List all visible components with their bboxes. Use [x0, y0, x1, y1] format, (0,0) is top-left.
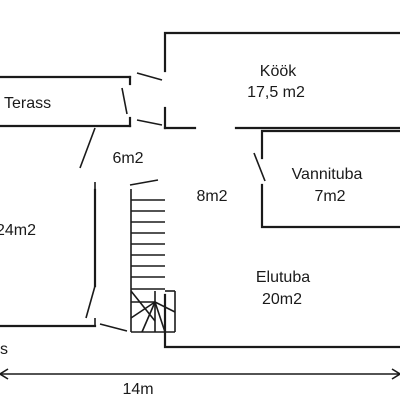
living-room-area: 20m2: [262, 291, 302, 308]
living-room-name: Elutuba: [256, 269, 310, 286]
door-terrace-kitchen: [121, 72, 163, 126]
outer-walls: [163, 31, 400, 349]
hall-area: 6m2: [112, 150, 143, 167]
door-hall: [79, 127, 96, 190]
door-kitchen-corridor: [129, 179, 159, 186]
terrace-walls: [0, 75, 132, 128]
dimension-line: [0, 368, 400, 380]
bottom-left-label: s: [0, 341, 8, 358]
bathroom-name: Vannituba: [292, 166, 363, 183]
inner-walls: [0, 188, 97, 328]
bathroom-walls: [253, 129, 400, 229]
staircase: [130, 189, 176, 333]
door-lower-left: [85, 285, 128, 332]
bathroom-area: 7m2: [314, 188, 345, 205]
kitchen-name: Köök: [260, 63, 297, 80]
width-dimension-label: 14m: [122, 381, 153, 398]
kitchen-area: 17,5 m2: [247, 84, 305, 101]
left-room-area: 24m2: [0, 222, 36, 239]
terrace-label: Terass: [4, 95, 51, 112]
corridor-area: 8m2: [196, 188, 227, 205]
